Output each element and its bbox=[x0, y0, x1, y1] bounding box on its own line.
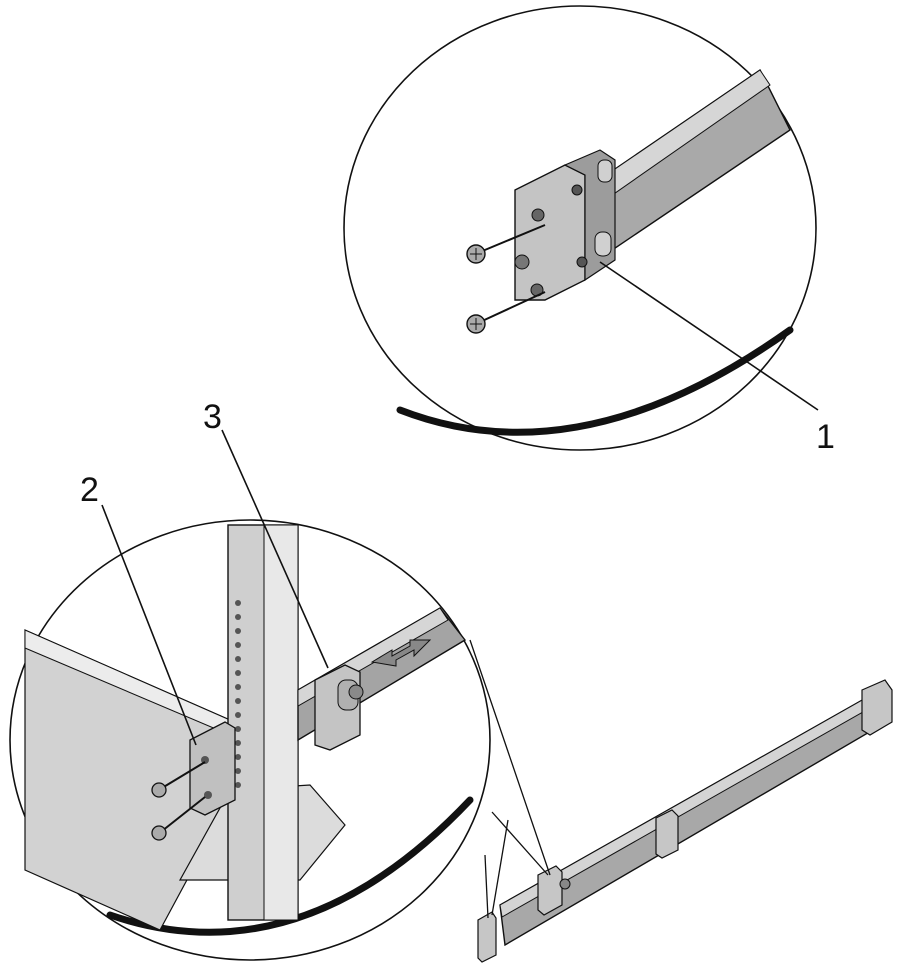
rail-end-bracket-top bbox=[514, 149, 616, 301]
callout-number-3: 3 bbox=[203, 398, 222, 436]
screw-top-lower bbox=[466, 291, 546, 334]
slide-direction-arrow bbox=[370, 639, 432, 667]
callout-number-1: 1 bbox=[816, 418, 835, 456]
leader-line-1 bbox=[599, 261, 819, 411]
front-bracket bbox=[189, 721, 236, 816]
screw-bottom-upper bbox=[151, 761, 206, 798]
callout-number-2: 2 bbox=[80, 471, 99, 509]
slide-bracket bbox=[314, 664, 364, 751]
screw-top-upper bbox=[466, 224, 546, 264]
detail-circle-bottom bbox=[9, 429, 491, 961]
screw-bottom-lower bbox=[151, 796, 206, 841]
full-rail-assembly bbox=[477, 679, 893, 963]
rack-post bbox=[227, 524, 299, 921]
leader-line-2 bbox=[101, 504, 197, 746]
zoom-indicator-lines bbox=[469, 639, 551, 919]
leader-line-3 bbox=[221, 429, 329, 669]
post-holes bbox=[235, 600, 241, 788]
detail-circle-top bbox=[343, 5, 819, 451]
